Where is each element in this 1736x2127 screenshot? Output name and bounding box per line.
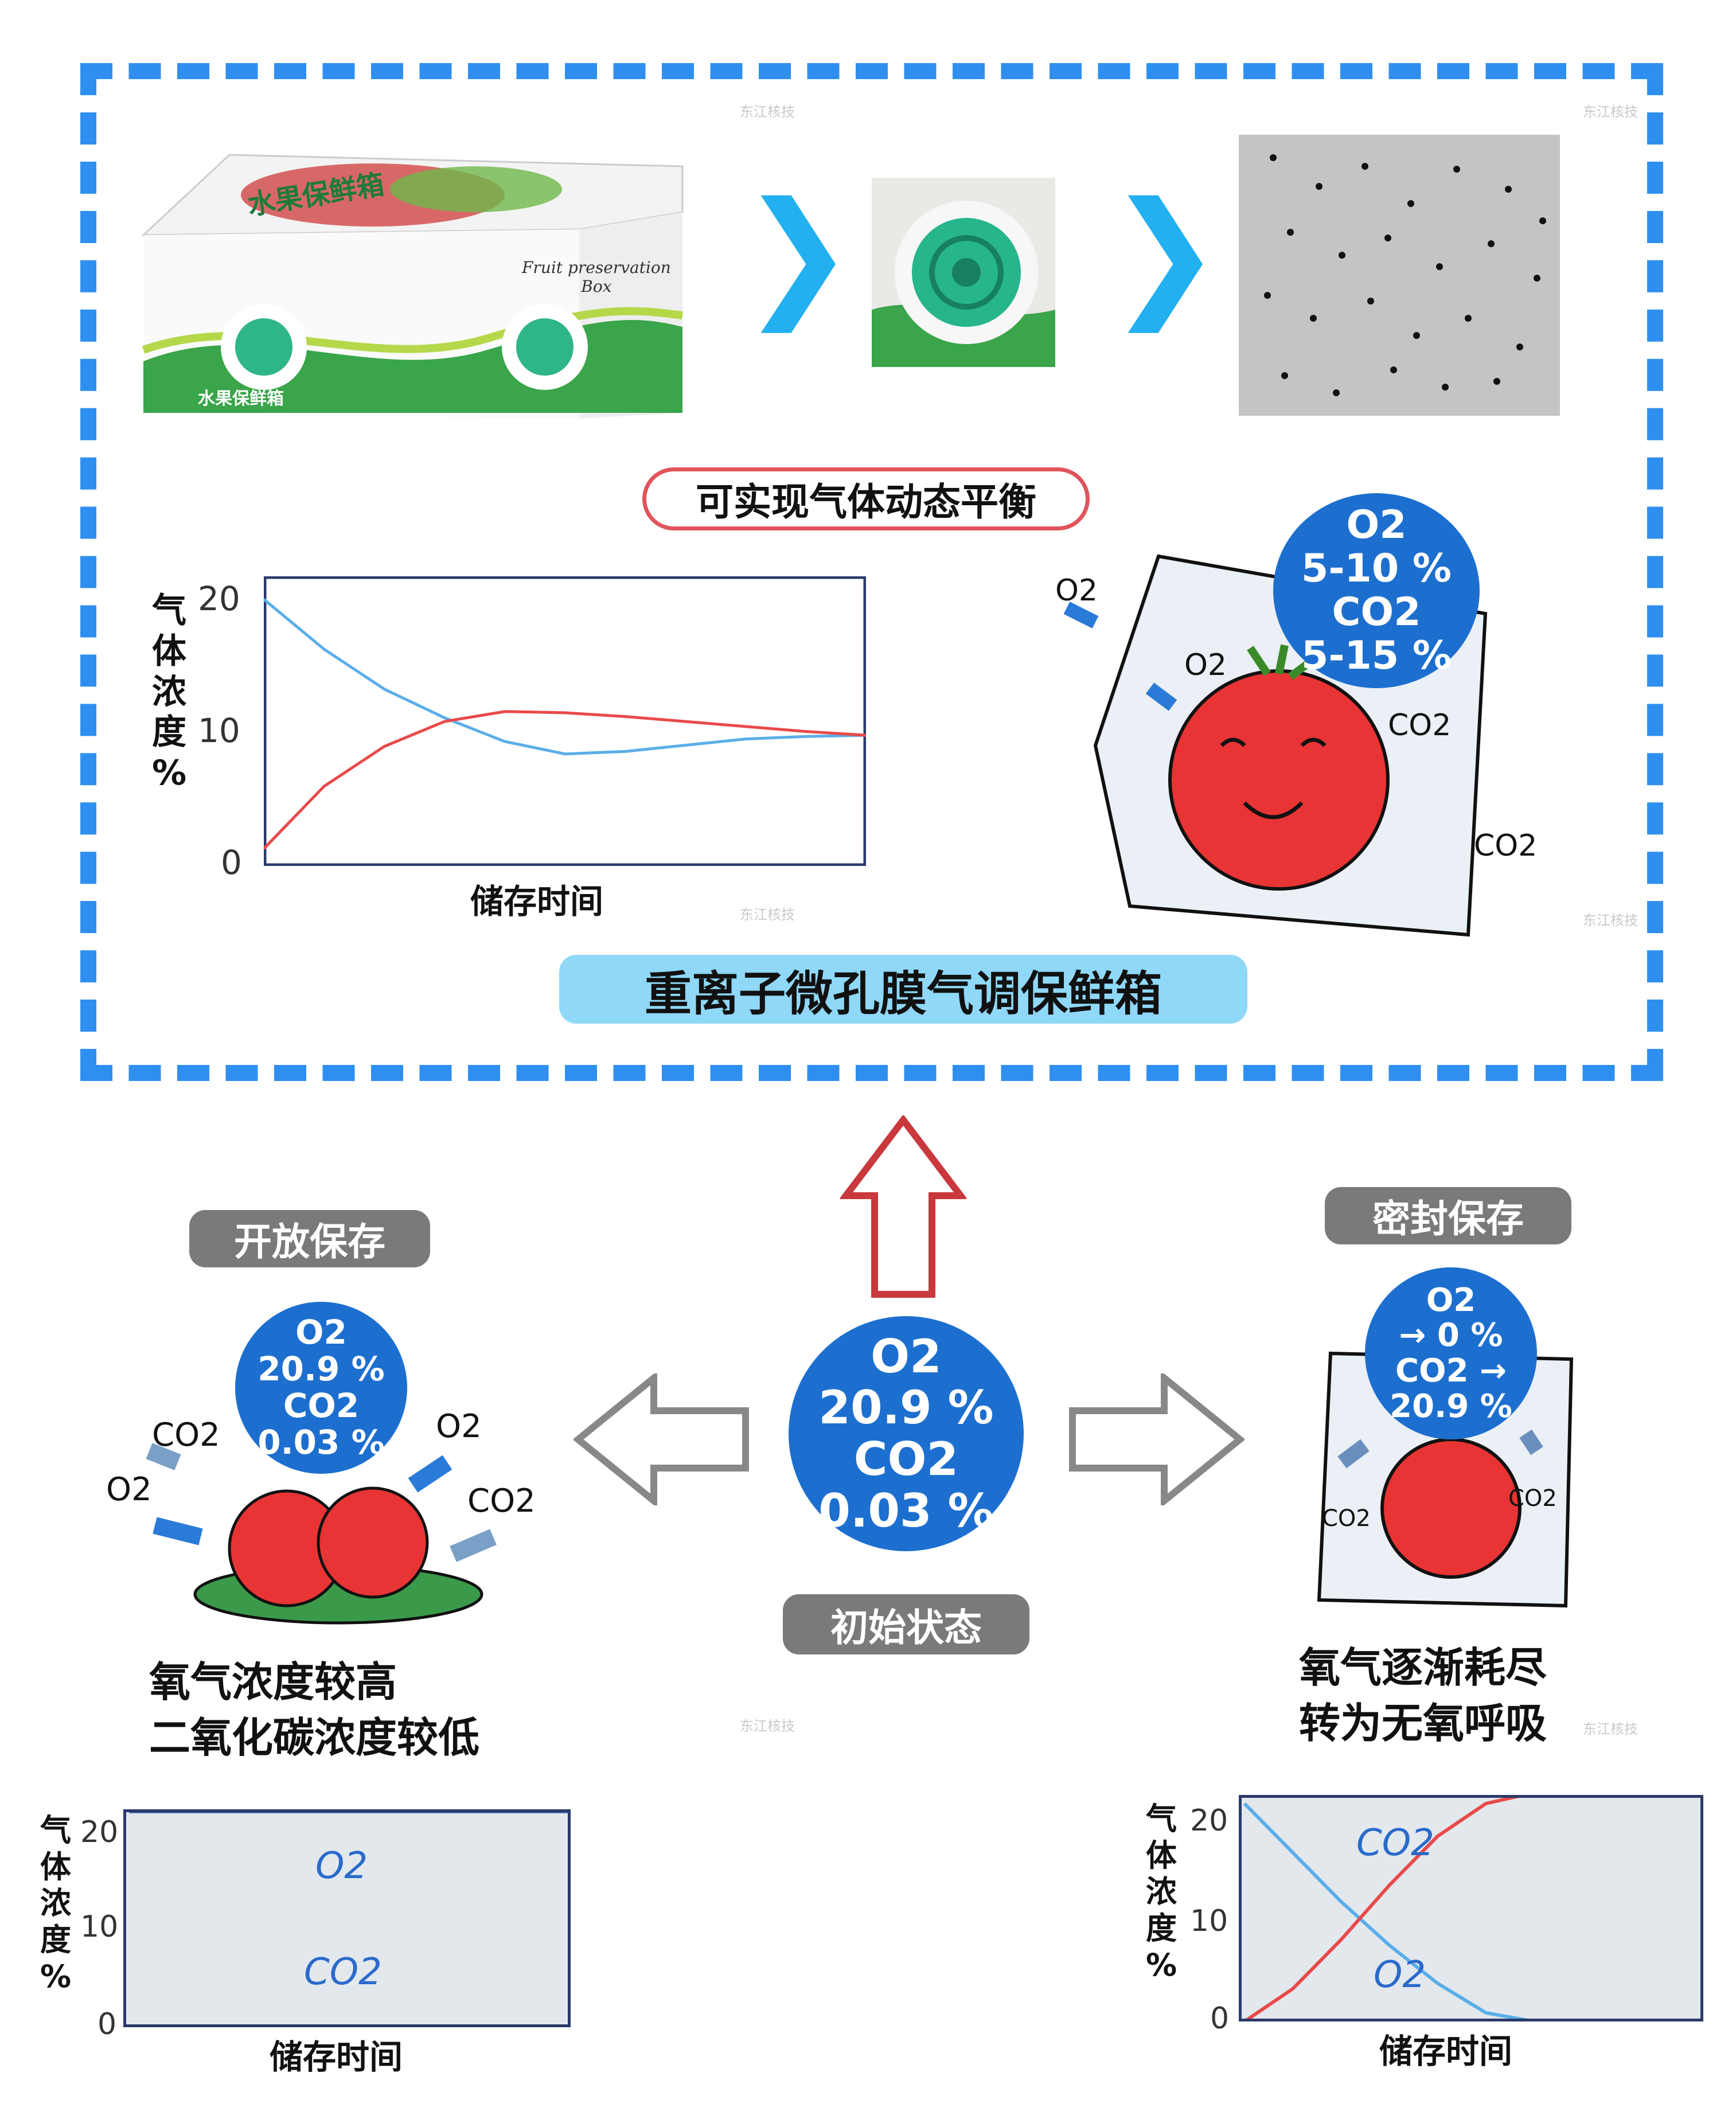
series-label-o2: O2 — [1374, 1954, 1426, 1996]
fruit-preservation-box-image — [141, 154, 684, 419]
vent-closeup-image — [872, 178, 1055, 367]
x-axis-label: 储存时间 — [270, 2038, 403, 2077]
y-tick-label: 0 — [1210, 2001, 1230, 2036]
o2-in-label: O2 — [1055, 573, 1098, 608]
chevron-right-icon: ❯ — [1107, 172, 1223, 333]
y-tick-label: 0 — [97, 2007, 117, 2042]
y-axis-label: 气体 浓度 % — [151, 591, 187, 794]
watermark: 东江核技 — [740, 104, 795, 120]
series-label-co2: CO2 — [1356, 1822, 1434, 1864]
series-line-1 — [264, 710, 866, 850]
arrow-right-icon — [1069, 1373, 1245, 1505]
y-tick-label: 20 — [80, 1815, 119, 1849]
series-label-co2: CO2 — [304, 1951, 382, 1993]
series-line-co2 — [1246, 1798, 1519, 2019]
co2-out-label: CO2 — [1388, 708, 1452, 743]
y-axis-label: 气体 浓度 % — [1145, 1801, 1177, 1983]
series-line-0 — [264, 598, 866, 756]
o2-in-label: O2 — [1184, 648, 1227, 682]
y-tick-label: 0 — [221, 843, 242, 882]
box-bottom-brand: 水果保鲜箱 — [198, 389, 284, 409]
y-axis-label: 气体 浓度 % — [40, 1812, 72, 1995]
sealed-storage-note: 氧气逐渐耗尽转为无氧呼吸 — [1299, 1644, 1547, 1748]
y-tick-label: 10 — [80, 1910, 119, 1944]
y-tick-label: 10 — [198, 711, 240, 750]
o2-arrow-label: O2 — [436, 1408, 482, 1445]
watermark: 东江核技 — [1583, 104, 1638, 120]
plot-area — [264, 576, 866, 866]
co2-out-label: CO2 — [1474, 829, 1538, 863]
watermark: 东江核技 — [1583, 912, 1638, 928]
watermark: 东江核技 — [740, 1718, 795, 1734]
open-storage-label: 开放保存 — [189, 1210, 430, 1267]
sealed-storage-label: 密封保存 — [1325, 1187, 1571, 1244]
open-storage-note: 氧气浓度较高二氧化碳浓度较低 — [149, 1658, 480, 1762]
open-tomatoes-illustration — [146, 1443, 497, 1625]
y-tick-label: 10 — [1190, 1904, 1228, 1938]
microporous-membrane-sem-image — [1239, 135, 1560, 416]
co2-arrow-label: CO2 — [152, 1416, 220, 1454]
dynamic-balance-label: 可实现气体动态平衡 — [642, 467, 1090, 530]
arrow-up-icon — [840, 1115, 966, 1298]
gas-balance-chart — [264, 576, 866, 866]
watermark: 东江核技 — [1583, 1721, 1638, 1737]
series-label-o2: O2 — [315, 1845, 368, 1887]
main-title: 重离子微孔膜气调保鲜箱 — [559, 955, 1247, 1024]
initial-state-label: 初始状态 — [783, 1594, 1029, 1654]
dashed-frame — [80, 63, 1663, 1081]
arrow-left-icon — [574, 1373, 749, 1505]
x-axis-label: 储存时间 — [470, 882, 604, 921]
chevron-right-icon: ❯ — [740, 172, 856, 333]
y-tick-label: 20 — [198, 579, 240, 618]
bag-co2-label: CO2 — [1322, 1505, 1371, 1532]
sealed-storage-chart: O2 CO2 — [1239, 1795, 1703, 2021]
bag-co2-label: CO2 — [1508, 1485, 1557, 1512]
watermark: 东江核技 — [740, 907, 795, 923]
o2-arrow-label: O2 — [106, 1471, 152, 1508]
y-tick-label: 20 — [1190, 1804, 1228, 1838]
sealed-gas-circle: O2→ 0 % CO2 →20.9 % — [1365, 1267, 1537, 1439]
x-axis-label: 储存时间 — [1379, 2032, 1513, 2071]
series-line-o2 — [1243, 1802, 1528, 2019]
sealed-bag-illustration — [1317, 1351, 1574, 1608]
co2-arrow-label: CO2 — [467, 1482, 536, 1520]
